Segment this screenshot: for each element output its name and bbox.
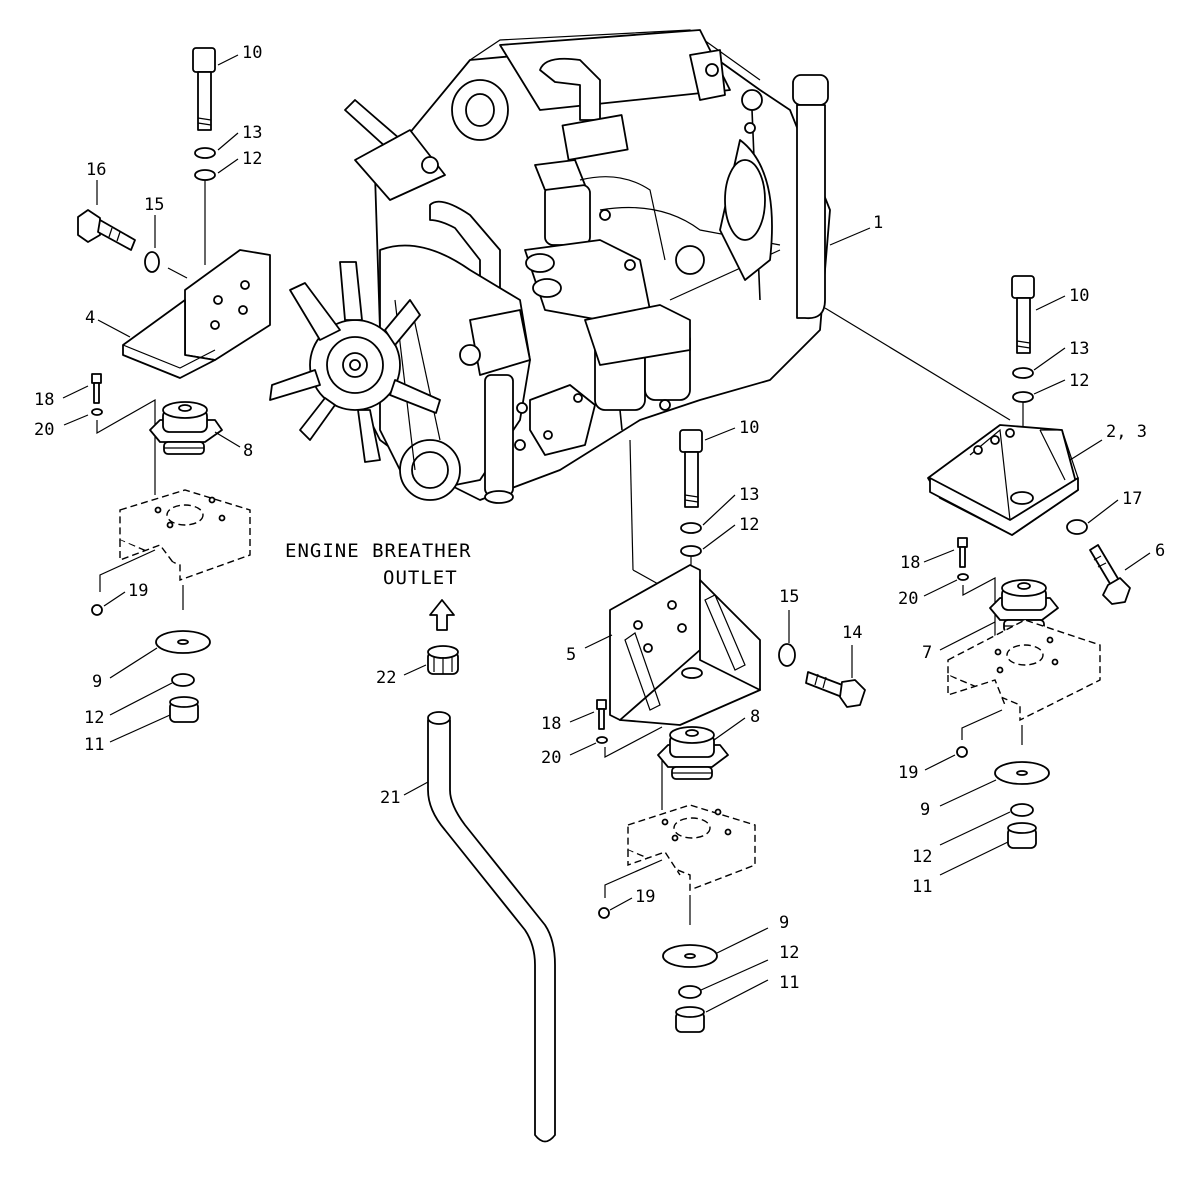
- washer-12-center: [680, 545, 702, 557]
- callout-20: 20: [898, 589, 918, 609]
- note-line-2: OUTLET: [383, 567, 458, 589]
- callout-21: 21: [380, 788, 400, 808]
- callout-22: 22: [376, 668, 396, 688]
- callout-1: 1: [873, 213, 883, 233]
- callout-15: 15: [144, 195, 164, 215]
- callout-12: 12: [739, 515, 759, 535]
- nut-11-left: [169, 696, 199, 723]
- bolt-10-left: [192, 47, 216, 131]
- washer-15-left: [144, 251, 160, 273]
- callout-19: 19: [635, 887, 655, 907]
- callout-11: 11: [779, 973, 799, 993]
- callout-12: 12: [779, 943, 799, 963]
- callout-12: 12: [1069, 371, 1089, 391]
- callout-2-3: 2, 3: [1106, 422, 1147, 442]
- callout-20: 20: [541, 748, 561, 768]
- frame-rail-center: [627, 804, 756, 892]
- callout-9: 9: [92, 672, 102, 692]
- callout-17: 17: [1122, 489, 1142, 509]
- callout-labels: 1 10 13 12 16 15 4 18 20 8 19 9 12 11 22…: [34, 43, 1165, 993]
- callout-10: 10: [242, 43, 262, 63]
- bolt-10-right: [1011, 275, 1035, 354]
- engine-assembly: [269, 29, 831, 504]
- washer-13-center: [680, 522, 702, 534]
- center-rear-mount: [596, 429, 866, 1033]
- nut-19-center: [598, 907, 610, 919]
- callout-6: 6: [1155, 541, 1165, 561]
- bolt-18-center: [596, 699, 607, 730]
- left-front-mount: [77, 47, 271, 723]
- callout-4: 4: [85, 308, 95, 328]
- hose-21: [427, 711, 556, 1143]
- bolt-18-right: [957, 537, 968, 568]
- nut-19-left: [91, 604, 103, 616]
- washer-17: [1066, 519, 1088, 535]
- frame-rail-right: [947, 619, 1101, 722]
- bolt-6: [1089, 544, 1131, 605]
- callout-20: 20: [34, 420, 54, 440]
- washer-12-right: [1012, 391, 1034, 403]
- washer-15-center: [778, 643, 796, 667]
- washer-13-left: [194, 147, 216, 159]
- callout-9: 9: [779, 913, 789, 933]
- callout-9: 9: [920, 800, 930, 820]
- callout-13: 13: [242, 123, 262, 143]
- washer-12-center-lower: [678, 985, 702, 999]
- nut-11-right: [1007, 822, 1037, 849]
- callout-18: 18: [900, 553, 920, 573]
- callout-11: 11: [912, 877, 932, 897]
- bracket-2-3: [927, 424, 1079, 536]
- callout-11: 11: [84, 735, 104, 755]
- callout-15: 15: [779, 587, 799, 607]
- washer-12-left: [194, 169, 216, 181]
- breather-outlet-group: ENGINE BREATHER OUTLET: [285, 540, 556, 1143]
- washer-12-right-lower: [1010, 803, 1034, 817]
- callout-12: 12: [912, 847, 932, 867]
- leader-lines: [62, 54, 1151, 1013]
- washer-12-left-lower: [171, 673, 195, 687]
- rubber-mount-8-left: [149, 401, 223, 455]
- nut-19-right: [956, 746, 968, 758]
- callout-7: 7: [922, 643, 932, 663]
- callout-18: 18: [34, 390, 54, 410]
- callout-14: 14: [842, 623, 862, 643]
- frame-rail-left: [119, 489, 251, 581]
- callout-16: 16: [86, 160, 106, 180]
- washer-13-right: [1012, 367, 1034, 379]
- washer-20-center: [596, 736, 608, 744]
- callout-18: 18: [541, 714, 561, 734]
- washer-20-right: [957, 573, 969, 581]
- callout-8: 8: [750, 707, 760, 727]
- bracket-5: [609, 564, 761, 726]
- bolt-14: [805, 671, 866, 708]
- callout-10: 10: [1069, 286, 1089, 306]
- cap-22: [427, 645, 459, 675]
- callout-13: 13: [1069, 339, 1089, 359]
- bolt-18-left: [91, 373, 102, 404]
- callout-8: 8: [243, 441, 253, 461]
- up-arrow-icon: [429, 599, 455, 631]
- callout-12: 12: [242, 149, 262, 169]
- bolt-16: [77, 209, 136, 251]
- callout-5: 5: [566, 645, 576, 665]
- callout-13: 13: [739, 485, 759, 505]
- callout-12: 12: [84, 708, 104, 728]
- callout-19: 19: [898, 763, 918, 783]
- nut-11-center: [675, 1006, 705, 1033]
- right-rear-mount: [824, 275, 1131, 849]
- washer-20-left: [91, 408, 103, 416]
- bolt-10-center: [679, 429, 703, 508]
- bracket-4: [122, 249, 271, 379]
- note-line-1: ENGINE BREATHER: [285, 540, 472, 562]
- callout-10: 10: [739, 418, 759, 438]
- callout-19: 19: [128, 581, 148, 601]
- rubber-mount-8-center: [657, 726, 729, 780]
